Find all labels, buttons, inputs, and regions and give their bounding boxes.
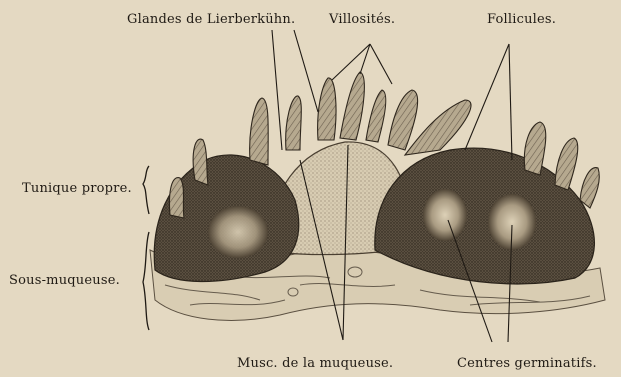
glandes-leader-1 <box>272 30 282 150</box>
left-germinal-center <box>208 206 268 258</box>
right-germinal-center-2 <box>488 194 536 250</box>
label-musc-de-la-muqueuse: Musc. de la muqueuse. <box>237 357 393 370</box>
label-centres-germinatifs: Centres germinatifs. <box>457 357 597 370</box>
label-follicules: Follicules. <box>487 13 556 26</box>
label-villosites: Villosités. <box>329 13 395 26</box>
label-brackets <box>143 166 149 330</box>
label-glandes-de-lieberkuhn: Glandes de Lierberkühn. <box>127 13 295 26</box>
tunique-bracket <box>143 166 149 214</box>
follicules-leader-2 <box>509 44 512 160</box>
right-germinal-center-1 <box>423 189 467 241</box>
follicules-leader-1 <box>465 44 509 150</box>
sous-muqueuse-bracket <box>143 232 149 330</box>
label-tunique-propre: Tunique propre. <box>22 182 132 195</box>
label-sous-muqueuse: Sous-muqueuse. <box>9 274 120 287</box>
villosites-leader-3 <box>370 44 392 84</box>
